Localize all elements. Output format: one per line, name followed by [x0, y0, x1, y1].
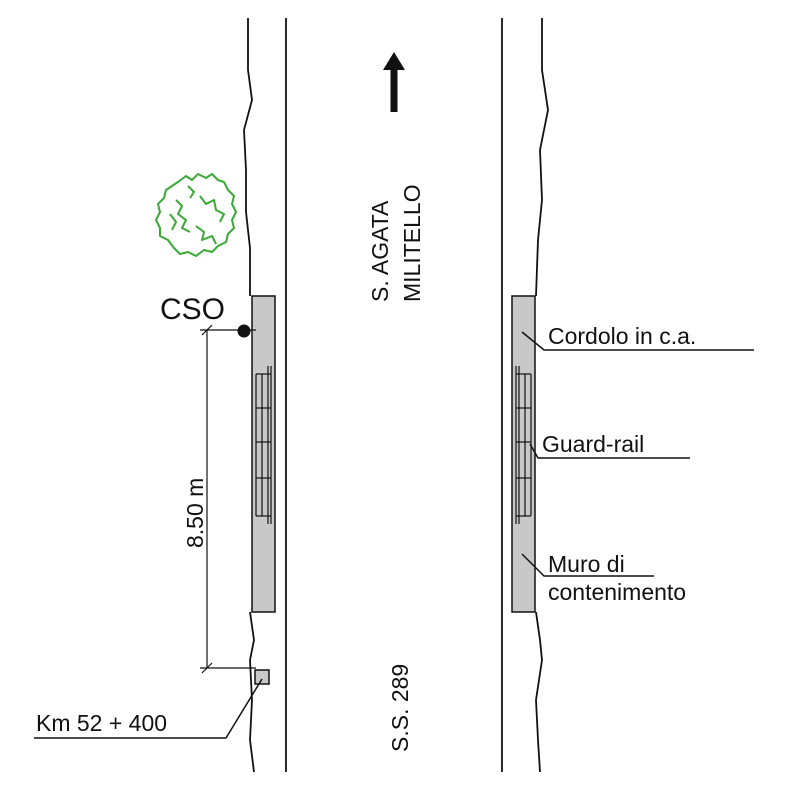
- tree-icon: [155, 173, 237, 257]
- direction-label-line1: S. AGATA: [367, 200, 393, 302]
- road-name-label: S.S. 289: [387, 664, 413, 752]
- left-retaining-wall: [251, 295, 276, 613]
- distance-dimension: [200, 324, 256, 674]
- wall-leader-line: [521, 553, 654, 577]
- km-leader-line: [34, 678, 263, 739]
- curb-leader-line: [521, 331, 754, 351]
- curb-label: Cordolo in c.a.: [548, 323, 696, 349]
- km-label: Km 52 + 400: [36, 710, 167, 736]
- left-road-edge: [243, 18, 255, 773]
- wall-label-line2: contenimento: [548, 579, 686, 605]
- left-guard-rail: [255, 366, 272, 524]
- guard-rail-label: Guard-rail: [542, 431, 644, 457]
- wall-label-line1: Muro di: [548, 551, 625, 577]
- arrow-up-icon: [383, 52, 405, 112]
- right-guard-rail: [515, 366, 532, 524]
- distance-label: 8.50 m: [182, 478, 208, 548]
- direction-label-line2: MILITELLO: [399, 184, 425, 302]
- guard-rail-leader-line: [529, 443, 690, 459]
- km-marker-icon: [254, 669, 270, 685]
- cso-point-icon: [237, 324, 251, 338]
- right-road-edge: [535, 18, 549, 773]
- cso-label: CSO: [160, 293, 225, 326]
